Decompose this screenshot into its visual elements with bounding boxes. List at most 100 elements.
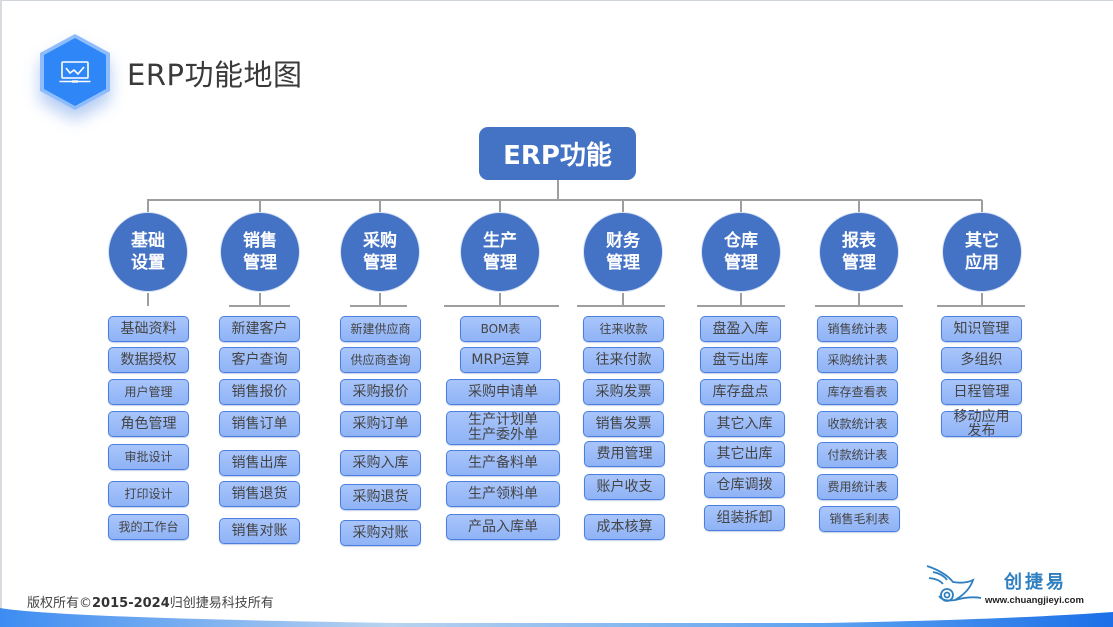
function-item[interactable]: 其它出库	[704, 441, 785, 467]
category-node: 销售管理	[220, 212, 300, 292]
function-item[interactable]: 往来收款	[583, 316, 664, 342]
function-item[interactable]: 销售毛利表	[819, 506, 900, 532]
function-item[interactable]: 盘亏出库	[700, 347, 781, 373]
function-item[interactable]: 基础资料	[108, 316, 189, 342]
function-item[interactable]: 日程管理	[941, 379, 1022, 405]
category-label-line1: 其它	[965, 231, 999, 251]
laptop-chart-icon	[59, 61, 91, 83]
function-item[interactable]: BOM表	[460, 316, 541, 342]
function-item[interactable]: 成本核算	[584, 514, 665, 540]
category-node: 生产管理	[460, 212, 540, 292]
item-label: 销售对账	[231, 523, 288, 539]
function-item[interactable]: 客户查询	[219, 347, 300, 373]
category-connector	[499, 200, 501, 212]
category-label-line2: 管理	[842, 253, 876, 273]
function-item[interactable]: 销售出库	[219, 450, 300, 476]
category-sub-bar	[577, 305, 665, 307]
function-item[interactable]: 库存查看表	[817, 379, 898, 405]
function-item[interactable]: 销售退货	[219, 481, 300, 507]
function-item[interactable]: 销售发票	[583, 411, 664, 437]
item-label: 知识管理	[953, 321, 1010, 337]
category-label-line1: 生产	[483, 231, 517, 251]
category-sub-connector	[981, 293, 983, 306]
category-node: 财务管理	[583, 212, 663, 292]
item-label: 供应商查询	[350, 353, 411, 367]
category-connector	[740, 200, 742, 212]
function-item[interactable]: 用户管理	[108, 379, 189, 405]
item-label: 打印设计	[124, 487, 173, 501]
function-item[interactable]: 数据授权	[108, 347, 189, 373]
root-node-erp: ERP功能	[479, 127, 636, 180]
function-item[interactable]: 采购订单	[340, 411, 421, 437]
function-item[interactable]: 生产领料单	[446, 481, 560, 507]
category-node: 报表管理	[819, 212, 899, 292]
function-item[interactable]: 采购入库	[340, 450, 421, 476]
category-label-line2: 管理	[606, 253, 640, 273]
item-label: 生产委外单	[468, 427, 538, 443]
category-label-line2: 管理	[724, 253, 758, 273]
category-label-line2: 管理	[363, 253, 397, 273]
function-item[interactable]: 审批设计	[108, 444, 189, 470]
category-connector	[147, 200, 149, 212]
item-label: 费用统计表	[827, 480, 888, 494]
item-label: 销售毛利表	[829, 512, 890, 526]
function-item[interactable]: 采购对账	[340, 520, 421, 546]
function-item[interactable]: 多组织	[941, 347, 1022, 373]
item-label: 采购订单	[352, 416, 409, 432]
function-item[interactable]: 供应商查询	[340, 347, 421, 373]
function-item[interactable]: 生产计划单生产委外单	[446, 411, 560, 445]
item-label: 往来收款	[599, 322, 648, 336]
item-label: 审批设计	[124, 450, 173, 464]
function-item[interactable]: MRP运算	[460, 347, 541, 373]
function-item[interactable]: 采购发票	[583, 379, 664, 405]
item-label: 成本核算	[596, 519, 653, 535]
item-label: 销售发票	[595, 416, 652, 432]
function-item[interactable]: 采购统计表	[817, 347, 898, 373]
function-item[interactable]: 新建供应商	[340, 316, 421, 342]
category-sub-connector	[147, 293, 149, 306]
copyright-years: 2015-2024	[92, 596, 170, 611]
function-item[interactable]: 费用统计表	[817, 474, 898, 500]
function-item[interactable]: 付款统计表	[817, 442, 898, 468]
function-item[interactable]: 打印设计	[108, 481, 189, 507]
function-item[interactable]: 收款统计表	[817, 411, 898, 437]
item-label: 采购统计表	[827, 353, 888, 367]
function-item[interactable]: 移动应用发布	[941, 410, 1022, 438]
category-connector	[379, 200, 381, 212]
function-item[interactable]: 知识管理	[941, 316, 1022, 342]
function-item[interactable]: 销售统计表	[817, 316, 898, 342]
category-connector	[259, 200, 261, 212]
logo-url: www.chuangjieyi.com	[985, 595, 1084, 606]
function-item[interactable]: 采购退货	[340, 484, 421, 510]
bottom-wave-bar	[0, 608, 1113, 627]
function-item[interactable]: 库存盘点	[700, 379, 781, 405]
item-label: 数据授权	[120, 352, 177, 368]
category-node: 采购管理	[340, 212, 420, 292]
function-item[interactable]: 销售报价	[219, 379, 300, 405]
function-item[interactable]: 销售订单	[219, 411, 300, 437]
category-node: 仓库管理	[701, 212, 781, 292]
function-item[interactable]: 生产备料单	[446, 450, 560, 476]
item-label: 付款统计表	[827, 448, 888, 462]
item-label: 基础资料	[120, 321, 177, 337]
function-item[interactable]: 仓库调拨	[704, 472, 785, 498]
item-label: 我的工作台	[118, 520, 179, 534]
function-item[interactable]: 产品入库单	[446, 514, 560, 540]
function-item[interactable]: 角色管理	[108, 411, 189, 437]
function-item[interactable]: 新建客户	[219, 316, 300, 342]
function-item[interactable]: 其它入库	[704, 411, 785, 437]
item-label: 采购对账	[352, 525, 409, 541]
function-item[interactable]: 费用管理	[584, 441, 665, 467]
function-item[interactable]: 账户收支	[584, 474, 665, 500]
function-item[interactable]: 盘盈入库	[700, 316, 781, 342]
category-label-line2: 应用	[965, 253, 999, 273]
function-item[interactable]: 销售对账	[219, 518, 300, 544]
function-item[interactable]: 采购报价	[340, 379, 421, 405]
horizontal-connector	[147, 199, 982, 201]
function-item[interactable]: 我的工作台	[108, 514, 189, 540]
function-item[interactable]: 往来付款	[583, 347, 664, 373]
item-label: 用户管理	[124, 385, 173, 399]
function-item[interactable]: 组装拆卸	[704, 505, 785, 531]
function-item[interactable]: 采购申请单	[446, 379, 560, 405]
